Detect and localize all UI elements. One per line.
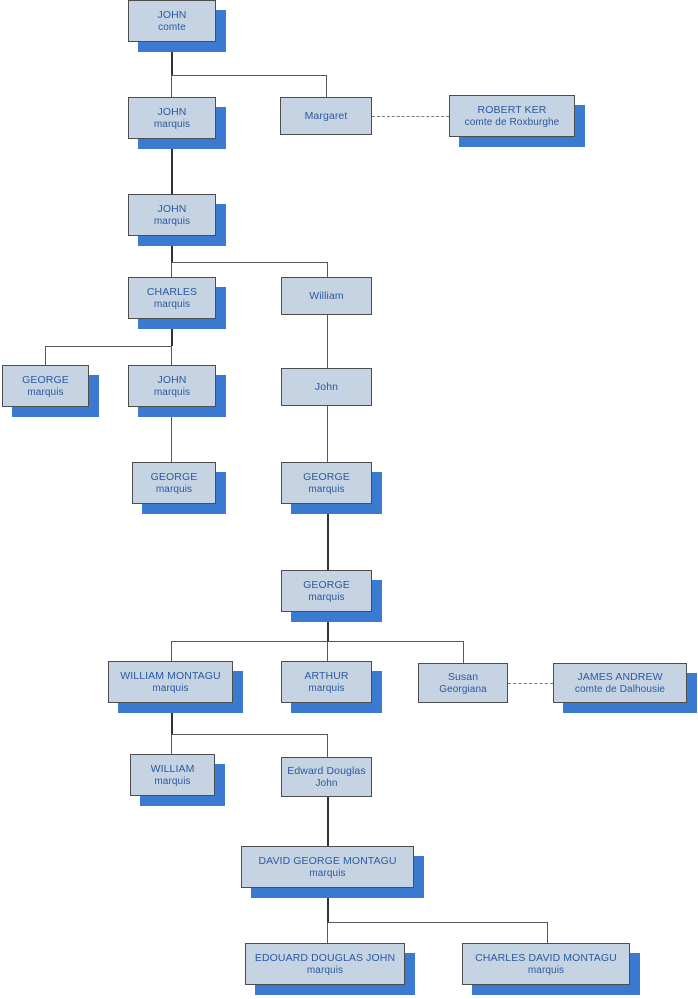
n13-down-stem — [327, 612, 329, 641]
n2-drop — [171, 75, 172, 97]
n7-to-n10 — [327, 315, 328, 368]
node-title: comte — [158, 21, 186, 33]
node-name: GEORGE — [150, 470, 198, 483]
tree-node[interactable]: William — [281, 277, 372, 315]
n5-children-bus — [171, 262, 327, 263]
node-title: marquis — [309, 867, 346, 879]
n6-down-stem — [171, 319, 173, 346]
node-name: JOHN — [157, 8, 187, 21]
node-name: JOHN — [157, 373, 187, 386]
node-name: WILLIAM — [150, 762, 195, 775]
node-title: comte de Roxburghe — [464, 116, 560, 128]
n15-drop — [327, 641, 328, 661]
n6-children-bus — [45, 346, 171, 347]
edward-drop — [327, 734, 328, 757]
tree-node[interactable]: Margaret — [280, 97, 372, 135]
node-title: comte de Dalhousie — [574, 683, 666, 695]
node-title: marquis — [153, 215, 191, 227]
n22-drop — [547, 922, 548, 943]
node-name: EDOUARD DOUGLAS JOHN — [254, 951, 396, 964]
n14-children-bus — [171, 734, 327, 735]
node-title: John — [315, 777, 338, 789]
node-title: marquis — [308, 682, 345, 694]
n18-drop — [171, 734, 172, 754]
n13-children-bus — [171, 641, 463, 642]
node-name: JOHN — [157, 202, 187, 215]
margaret-robert-link — [372, 116, 449, 117]
node-title: marquis — [154, 775, 191, 787]
node-name: JOHN — [157, 105, 187, 118]
n10-to-n12 — [327, 406, 328, 462]
susan-drop — [463, 641, 464, 663]
n1-down-stem — [171, 42, 173, 75]
george-left-drop — [45, 346, 46, 365]
n21-drop — [327, 922, 328, 943]
n12-to-n13 — [327, 504, 329, 570]
node-name: Margaret — [304, 109, 348, 122]
n5-down-stem — [171, 236, 173, 262]
node-name: GEORGE — [303, 578, 350, 591]
node-title: marquis — [308, 483, 345, 495]
node-name: WILLIAM MONTAGU — [120, 669, 221, 682]
node-name: William — [309, 289, 344, 302]
node-name: Edward Douglas — [287, 764, 366, 777]
n19-to-n20 — [327, 797, 329, 846]
node-name: CHARLES DAVID MONTAGU — [475, 951, 617, 964]
n20-down-stem — [327, 888, 329, 922]
node-title: marquis — [306, 964, 344, 976]
margaret-drop — [326, 75, 327, 97]
n14-drop — [171, 641, 172, 661]
node-title: marquis — [527, 964, 565, 976]
tree-node[interactable]: John — [281, 368, 372, 406]
node-name: ARTHUR — [304, 669, 349, 682]
node-name: ROBERT KER — [477, 103, 547, 116]
susan-james-link — [508, 683, 553, 684]
n14-down-stem — [171, 703, 173, 734]
node-name: GEORGE — [22, 373, 69, 386]
node-title: marquis — [153, 118, 191, 130]
node-title: marquis — [152, 682, 189, 694]
node-title: marquis — [308, 591, 345, 603]
node-title: marquis — [27, 386, 64, 398]
n20-children-bus — [327, 922, 547, 923]
node-name: John — [314, 380, 339, 393]
node-name: GEORGE — [303, 470, 350, 483]
n2-to-n5 — [171, 139, 173, 194]
node-name: Susan — [447, 670, 479, 683]
node-title: Georgiana — [439, 683, 487, 695]
n6-drop — [171, 262, 172, 277]
node-name: DAVID GEORGE MONTAGU — [258, 854, 397, 867]
node-name: JAMES ANDREW — [577, 670, 663, 683]
node-title: marquis — [153, 386, 191, 398]
n1-children-bus — [171, 75, 326, 76]
william-drop — [327, 262, 328, 277]
node-name: CHARLES — [146, 285, 198, 298]
node-title: marquis — [153, 298, 191, 310]
n9-drop — [171, 346, 172, 365]
n9-to-n11 — [171, 407, 172, 462]
node-title: marquis — [155, 483, 193, 495]
